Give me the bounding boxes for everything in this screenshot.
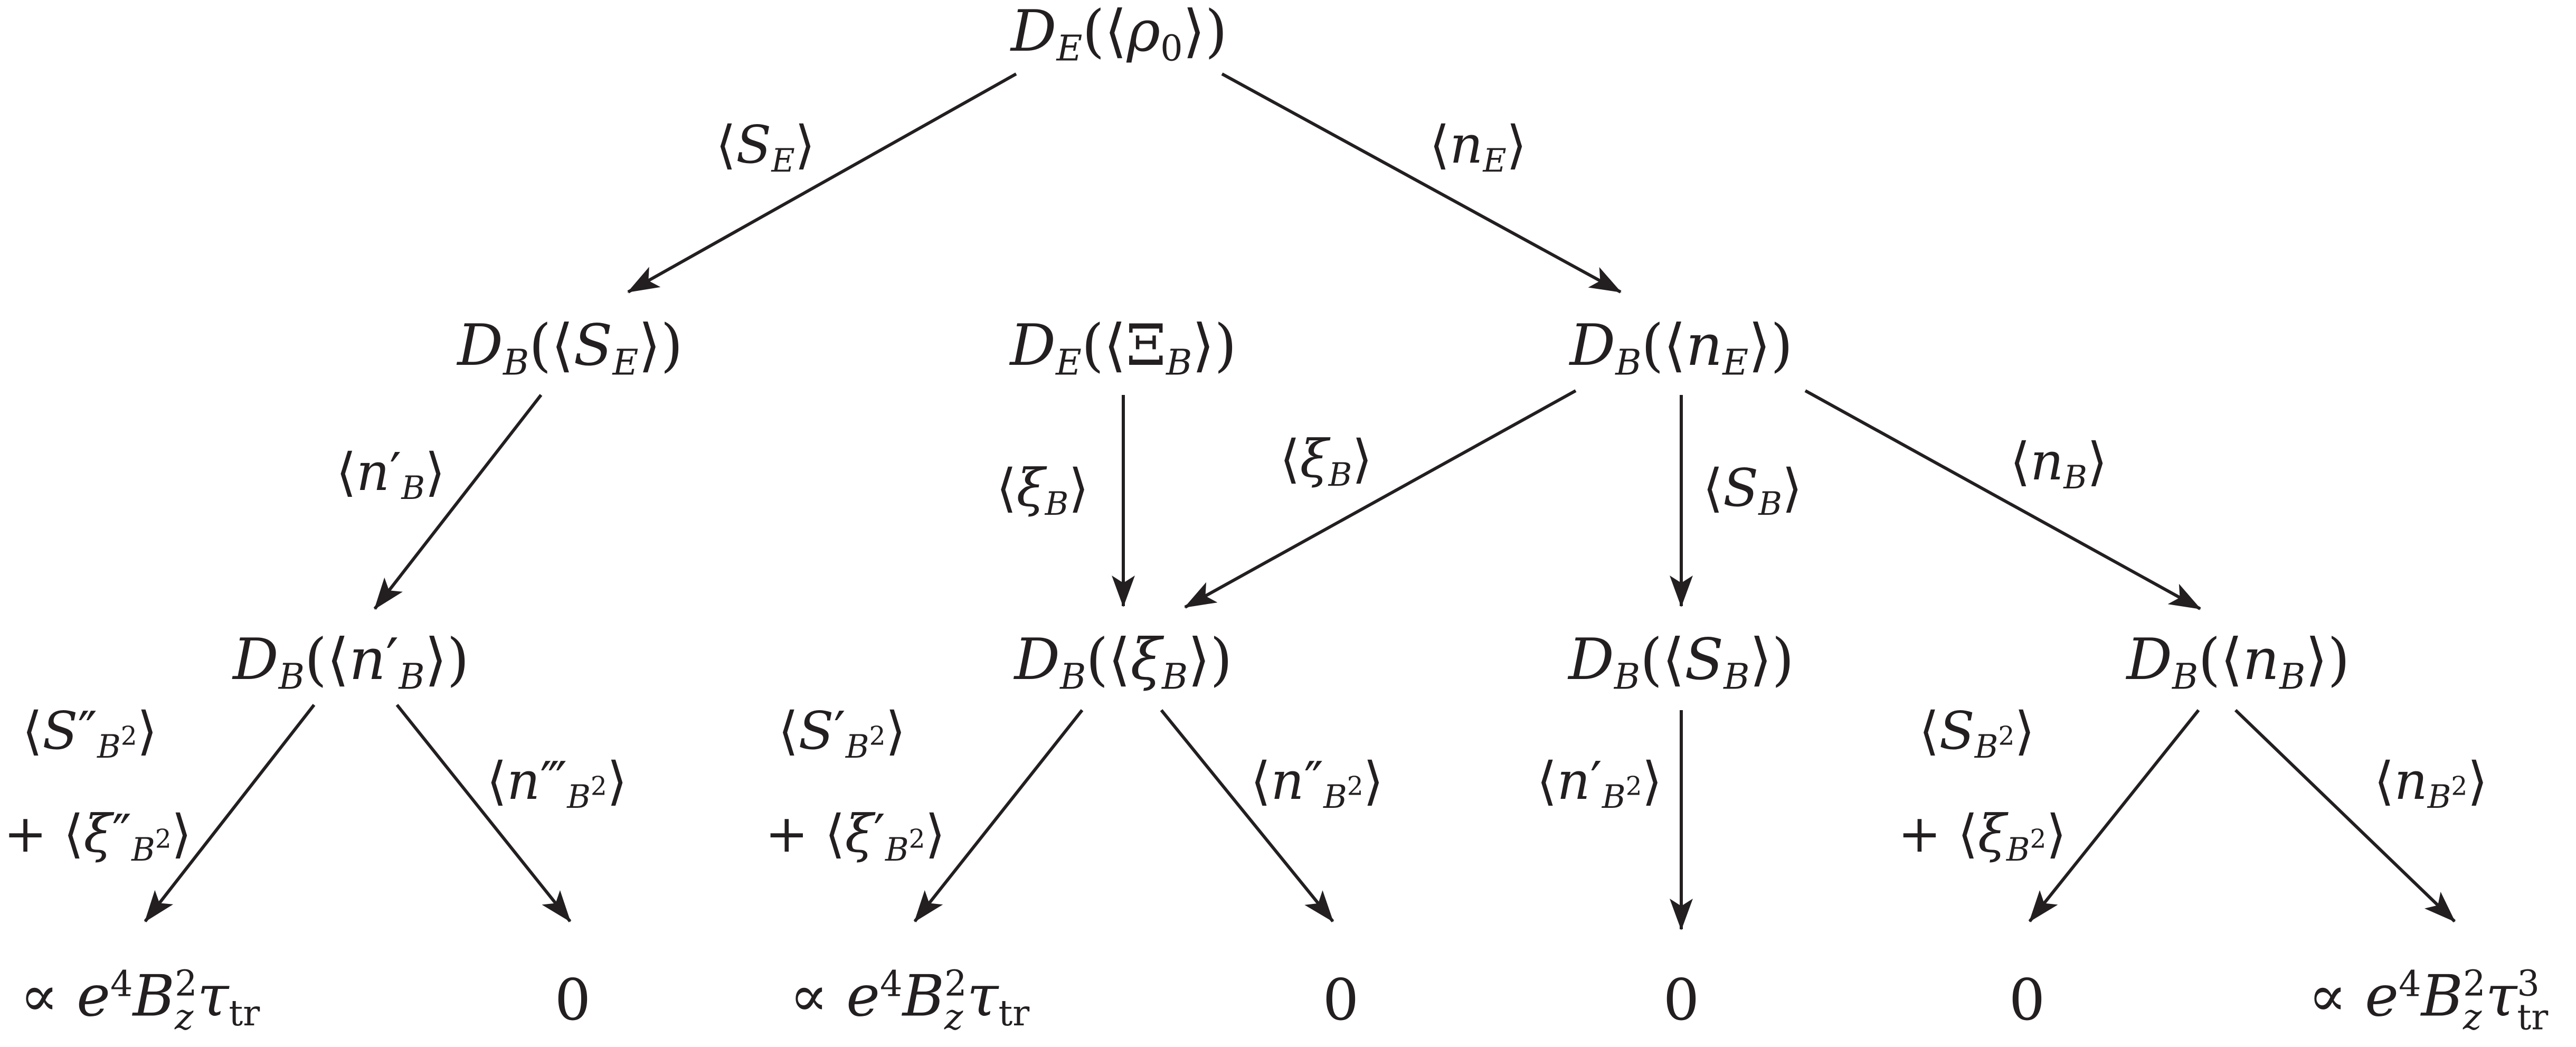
edge-dbxib-to-r3 — [913, 709, 1084, 922]
edge-label-s2: ⟨SB2⟩ — [1919, 701, 2035, 766]
result-5: 0 — [1663, 967, 1700, 1033]
edge-label-n2p: ⟨n′B2⟩ — [1537, 751, 1662, 816]
result-2: 0 — [554, 967, 591, 1033]
edge-label-ne: ⟨nE⟩ — [1429, 115, 1527, 180]
node-dbxib: DB(⟨ξB⟩) — [1014, 627, 1233, 697]
node-dbse: DB(⟨SE⟩) — [457, 313, 683, 383]
edge-label-xi2pp: + ⟨ξ″B2⟩ — [4, 804, 192, 869]
node-dbne: DB(⟨nE⟩) — [1569, 313, 1793, 383]
edge-label-se: ⟨SE⟩ — [716, 115, 815, 180]
edge-label-nbp: ⟨n′B⟩ — [336, 442, 446, 507]
edge-dbne-to-dbxib — [1184, 389, 1577, 609]
edge-root-to-dbne — [1221, 72, 1622, 294]
edge-label-nb: ⟨nB⟩ — [2010, 432, 2108, 496]
edge-label-xib2: ⟨ξB⟩ — [1280, 429, 1372, 494]
edge-dbnbp-to-r1 — [144, 704, 316, 922]
edge-dbnbp-to-r2 — [395, 704, 572, 922]
node-dbnb: DB(⟨nB⟩) — [2126, 627, 2350, 697]
edge-label-n2: ⟨nB2⟩ — [2374, 751, 2488, 816]
result-6: 0 — [2009, 967, 2045, 1033]
edge-dbxib-to-r4 — [1160, 709, 1334, 922]
edge-label-n2pp: ⟨n″B2⟩ — [1251, 751, 1384, 816]
edge-label-xi2: + ⟨ξB2⟩ — [1898, 804, 2067, 869]
edge-label-s2pp: ⟨S″B2⟩ — [22, 701, 157, 766]
node-dexib: DE(⟨ΞB⟩) — [1010, 313, 1237, 383]
node-dbnbp: DB(⟨n′B⟩) — [233, 627, 469, 697]
edge-label-s2p: ⟨S′B2⟩ — [778, 701, 906, 766]
edge-label-sb: ⟨SB⟩ — [1702, 458, 1803, 523]
node-root: DE(⟨ρ0⟩) — [1010, 0, 1228, 69]
edge-dbne-to-dbnb — [1804, 389, 2201, 610]
edge-label-xib1: ⟨ξB⟩ — [996, 458, 1089, 523]
node-dbsb: DB(⟨SB⟩) — [1568, 627, 1794, 697]
edge-root-to-dbse — [627, 72, 1017, 294]
edge-label-n2ppp: ⟨n‴B2⟩ — [486, 751, 628, 816]
edge-label-xi2p: + ⟨ξ′B2⟩ — [765, 804, 945, 869]
edge-dbnb-to-r6 — [2028, 709, 2200, 922]
result-4: 0 — [1322, 967, 1359, 1033]
edge-dbnb-to-r7 — [2234, 709, 2456, 923]
edge-dbse-to-dbnbp — [373, 394, 543, 610]
